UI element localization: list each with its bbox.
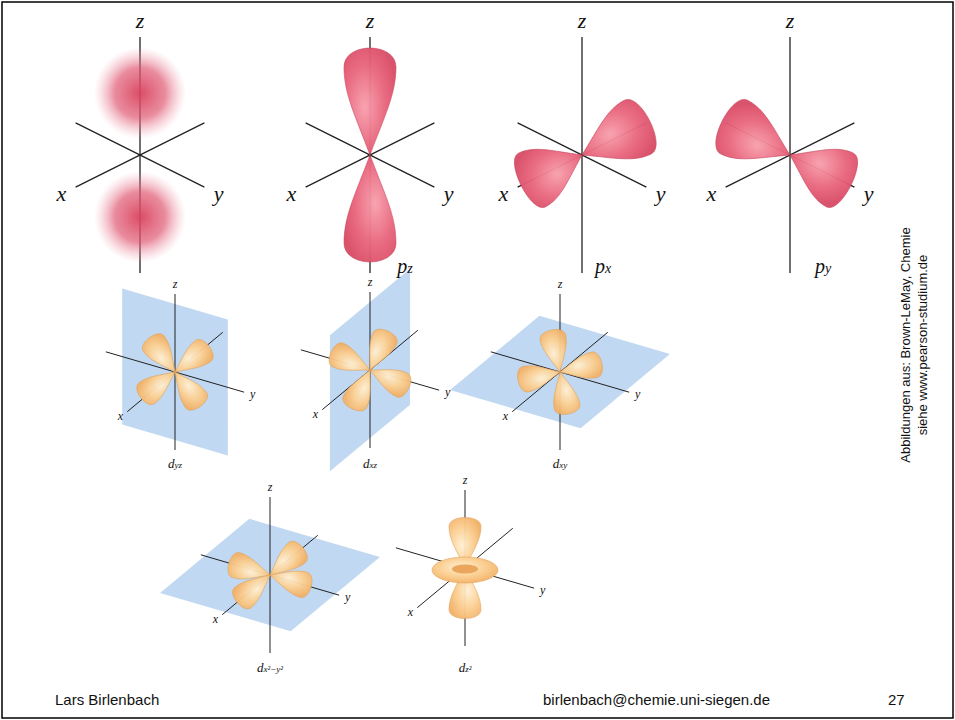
axis-label: z	[268, 481, 273, 494]
orbital-lobe	[508, 128, 596, 212]
orbital-lobe	[557, 351, 604, 385]
axis-label: z	[366, 9, 375, 33]
credit-note: siehe www.pearson-studium.de	[916, 255, 930, 436]
axis-label: y	[445, 386, 450, 399]
orbital-lobe	[709, 94, 804, 182]
torus-hole	[452, 565, 478, 574]
axis-label: y	[345, 591, 350, 604]
orbital-lobe	[229, 565, 279, 612]
axis-label: y	[635, 388, 640, 401]
orbital-lobe	[266, 563, 314, 600]
axis-label: z	[368, 276, 373, 289]
author-name: Lars Birlenbach	[55, 692, 159, 709]
axis-label: x	[313, 409, 318, 422]
orbital-figure	[306, 37, 435, 273]
axis-label: y	[540, 584, 545, 597]
orbital-lobe	[364, 358, 414, 400]
axis-label: x	[56, 182, 66, 206]
axis-label: y	[250, 388, 255, 401]
orbital-lobe	[569, 94, 664, 182]
orbital-figure	[396, 490, 534, 646]
orbital-lobe	[133, 362, 183, 408]
axis-label: x	[706, 182, 716, 206]
credit-note: Abbildungen aus: Brown-LeMay, Chemie	[899, 227, 913, 462]
axis-label: x	[213, 614, 218, 627]
email-address: birlenbach@chemie.uni-siegen.de	[543, 692, 770, 709]
orbital-figure	[450, 294, 670, 450]
orbital-lobe	[344, 155, 396, 262]
axis-label: z	[558, 278, 563, 291]
orbital-figure	[301, 269, 439, 472]
orbital-label: dx²−y²	[257, 661, 283, 675]
axis-label: z	[786, 9, 795, 33]
orbital-lobe	[165, 364, 211, 414]
axis-label: x	[498, 182, 508, 206]
axis-label: z	[578, 9, 587, 33]
axis-label: z	[136, 9, 145, 33]
orbital-label: pz	[397, 255, 412, 277]
nodal-plane	[122, 289, 228, 456]
orbital-figure	[508, 37, 664, 273]
axis-label: x	[286, 182, 296, 206]
nodal-plane	[450, 316, 670, 428]
orbital-figure	[106, 289, 244, 456]
axis-label: x	[503, 411, 508, 424]
orbital-label: py	[815, 255, 831, 277]
orbital-figure	[160, 497, 380, 653]
orbital-lobe	[344, 48, 396, 155]
orbital-lobe	[539, 327, 573, 374]
axis-label: y	[214, 182, 224, 206]
axis-label: y	[864, 182, 874, 206]
orbital-lobe	[167, 336, 217, 382]
orbital-lobe	[139, 330, 185, 380]
axis-label: x	[408, 607, 413, 620]
orbital-label: px	[595, 255, 611, 277]
torus-ring	[432, 557, 498, 583]
orbital-figure	[709, 37, 865, 273]
axis-label: y	[444, 182, 454, 206]
orbital-lobe	[358, 326, 400, 376]
orbital-label: dxz	[363, 457, 377, 471]
orbital-lobe	[777, 128, 865, 212]
axis-label: z	[463, 474, 468, 487]
axis-label: x	[118, 411, 123, 424]
orbital-label: dz²	[459, 661, 472, 675]
orbital-label: dyz	[168, 457, 182, 471]
axis-label: y	[656, 182, 666, 206]
orbital-label: dxy	[553, 457, 568, 471]
orbital-figure	[76, 37, 205, 273]
density-cloud	[94, 171, 186, 263]
page-number: 27	[888, 692, 905, 709]
axis-label: z	[173, 278, 178, 291]
density-cloud	[94, 47, 186, 139]
